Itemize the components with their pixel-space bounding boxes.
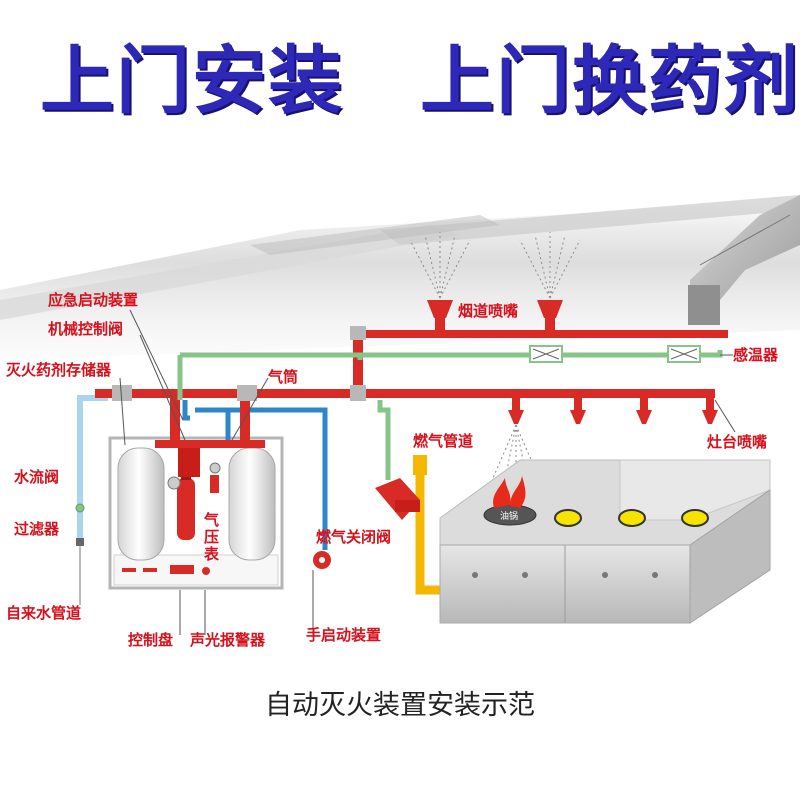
temp-sensor-1 <box>529 345 563 363</box>
valve-cluster <box>167 445 221 493</box>
label-emergency-start: 应急启动装置 <box>48 291 139 309</box>
label-gas-shutoff: 燃气关闭阀 <box>316 528 392 546</box>
label-flue-nozzle: 烟道喷嘴 <box>458 302 519 320</box>
label-manual-start: 手启动装置 <box>306 626 382 644</box>
label-temp-sensor: 感温器 <box>733 346 779 364</box>
diagram-caption: 自动灭火装置安装示范 <box>265 690 535 721</box>
tap-water-pipe <box>75 395 108 546</box>
ceiling-background <box>0 195 800 360</box>
label-control-panel: 控制盘 <box>128 631 174 649</box>
label-alarm: 声光报警器 <box>190 631 266 649</box>
label-wok: 油锅 <box>500 512 519 522</box>
label-agent-storage: 灭火药剂存储器 <box>6 361 112 379</box>
label-pressure-gauge: 气压表 <box>204 511 220 563</box>
headline-right: 上门换药剂 <box>420 38 800 124</box>
leader-lines <box>119 309 736 635</box>
headline-left: 上门安装 <box>40 38 344 124</box>
label-tap-water-pipe: 自来水管道 <box>6 604 82 622</box>
label-gas-cylinder: 气筒 <box>268 368 299 386</box>
flue-spray <box>409 232 581 299</box>
wok-with-fire <box>483 476 537 526</box>
label-flow-valve: 水流阀 <box>14 468 60 486</box>
label-mechanical-valve: 机械控制阀 <box>48 320 124 338</box>
exhaust-duct <box>688 195 800 325</box>
temp-sensor-2 <box>667 345 701 363</box>
red-pipes <box>95 300 728 448</box>
blue-pipes <box>182 400 328 550</box>
manual-start-device <box>313 551 331 569</box>
storage-tank-left <box>117 447 165 561</box>
storage-tank-right <box>228 447 276 561</box>
label-gas-pipe: 燃气管道 <box>413 432 474 450</box>
gas-shutoff-valve <box>375 478 420 520</box>
stove <box>439 459 771 624</box>
label-stove-nozzle: 灶台喷嘴 <box>707 433 768 451</box>
label-filter: 过滤器 <box>14 520 60 538</box>
